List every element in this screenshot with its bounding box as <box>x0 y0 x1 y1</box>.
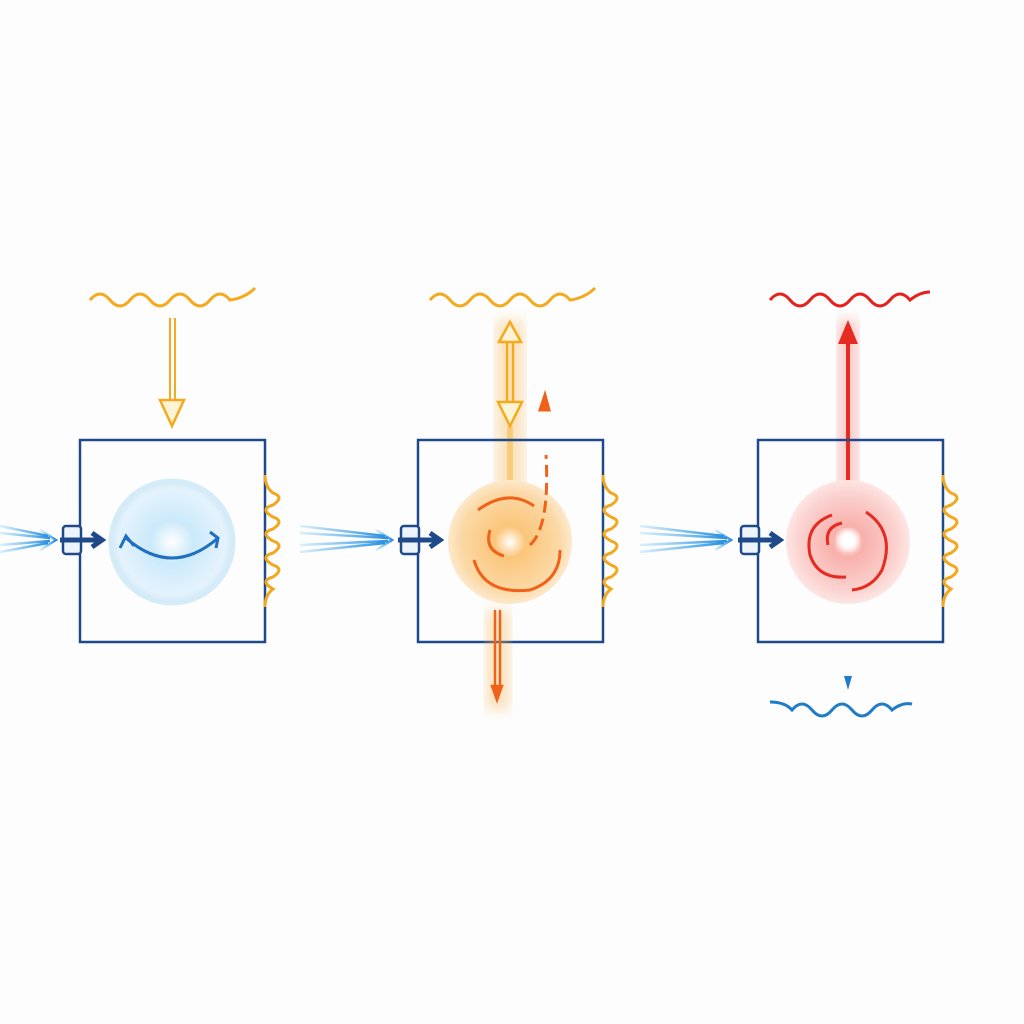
panel-absorption <box>0 286 281 644</box>
down-arrow-icon <box>158 318 186 429</box>
double-arrow-icon <box>495 319 525 480</box>
spiral-icon <box>472 389 562 593</box>
coil-icon <box>941 474 959 608</box>
panel-emission <box>639 290 959 718</box>
coil-icon <box>601 474 619 608</box>
input-arrow-icon <box>0 524 59 554</box>
rotation-arrows-icon <box>118 530 220 560</box>
wave-icon <box>769 700 913 718</box>
panel-excitation <box>299 286 619 710</box>
down-arrow-icon <box>844 565 852 690</box>
connector-icon <box>738 524 785 556</box>
glow-sphere <box>108 478 236 606</box>
connector-icon <box>60 524 107 556</box>
spiral-icon <box>807 510 888 592</box>
input-arrow-icon <box>299 524 395 554</box>
down-arrow-icon <box>490 610 504 704</box>
wave-icon <box>768 290 931 308</box>
input-arrow-icon <box>639 524 734 554</box>
wave-icon <box>428 286 597 308</box>
wave-icon <box>88 286 257 308</box>
coil-icon <box>263 474 281 608</box>
connector-icon <box>398 524 445 556</box>
